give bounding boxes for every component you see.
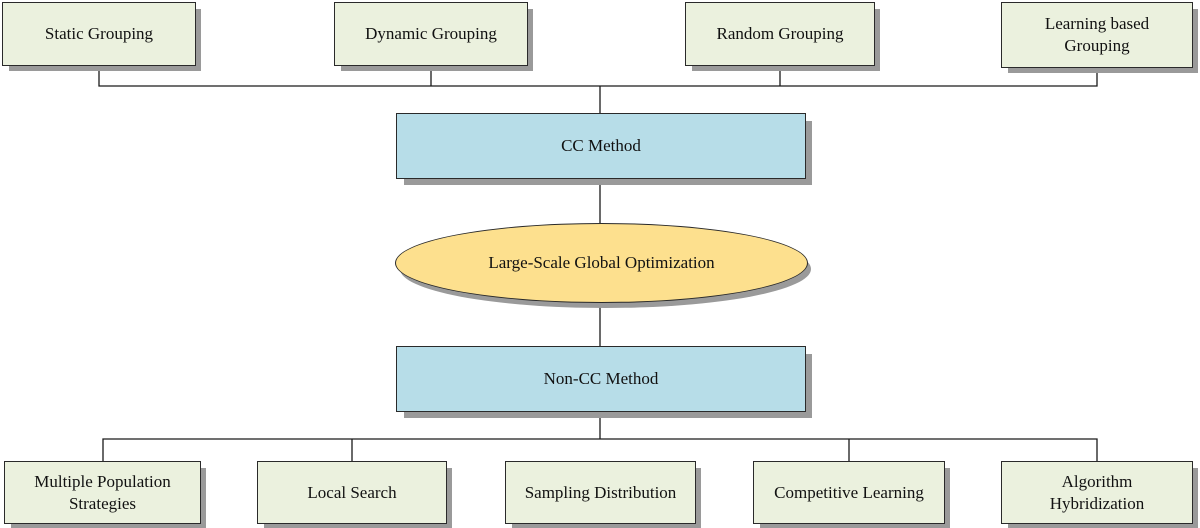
random-grouping-box: Random Grouping <box>685 2 875 66</box>
lsgo-ellipse: Large-Scale Global Optimization <box>395 223 808 303</box>
lsgo-label: Large-Scale Global Optimization <box>488 253 715 272</box>
local-search-label: Local Search <box>307 482 397 502</box>
competitive-learning-box: Competitive Learning <box>753 461 945 524</box>
non-cc-method-box: Non-CC Method <box>396 346 806 412</box>
bottom-bus-line <box>102 438 1098 461</box>
dynamic-grouping-label: Dynamic Grouping <box>365 24 497 43</box>
multiple-population-strategies-label: Multiple Population Strategies <box>34 471 171 513</box>
algorithm-hybridization-label: Algorithm Hybridization <box>1049 471 1145 513</box>
sampling-distribution-box: Sampling Distribution <box>505 461 696 524</box>
learning-based-grouping-box: Learning based Grouping <box>1001 2 1193 68</box>
static-grouping-label: Static Grouping <box>44 24 154 43</box>
cc-method-label: CC Method <box>561 136 641 155</box>
multiple-population-strategies-box: Multiple Population Strategies <box>4 461 201 524</box>
algorithm-hybridization-box: Algorithm Hybridization <box>1001 461 1193 524</box>
non-cc-method-label: Non-CC Method <box>543 369 659 388</box>
static-grouping-box: Static Grouping <box>2 2 196 66</box>
learning-based-grouping-label: Learning based Grouping <box>1044 14 1150 55</box>
random-grouping-label: Random Grouping <box>716 24 844 43</box>
competitive-learning-label: Competitive Learning <box>774 482 924 502</box>
top-bus-line <box>98 66 1098 87</box>
sampling-distribution-label: Sampling Distribution <box>524 482 677 502</box>
cc-method-box: CC Method <box>396 113 806 179</box>
local-search-box: Local Search <box>257 461 447 524</box>
dynamic-grouping-box: Dynamic Grouping <box>334 2 528 66</box>
